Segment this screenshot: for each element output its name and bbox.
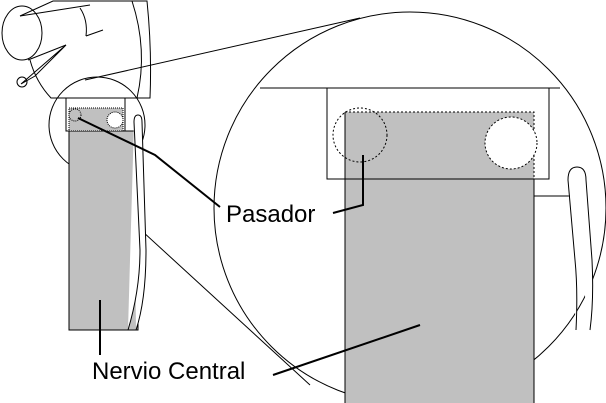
detail-circle-large (213, 11, 606, 403)
label-central-rib: Nervio Central (92, 358, 246, 385)
label-pin: Pasador (226, 201, 316, 228)
camera-head (1, 0, 152, 99)
leader-lines (77, 117, 421, 376)
zoom-line-top (84, 17, 361, 81)
large-view (260, 87, 594, 403)
small-view (65, 97, 147, 331)
